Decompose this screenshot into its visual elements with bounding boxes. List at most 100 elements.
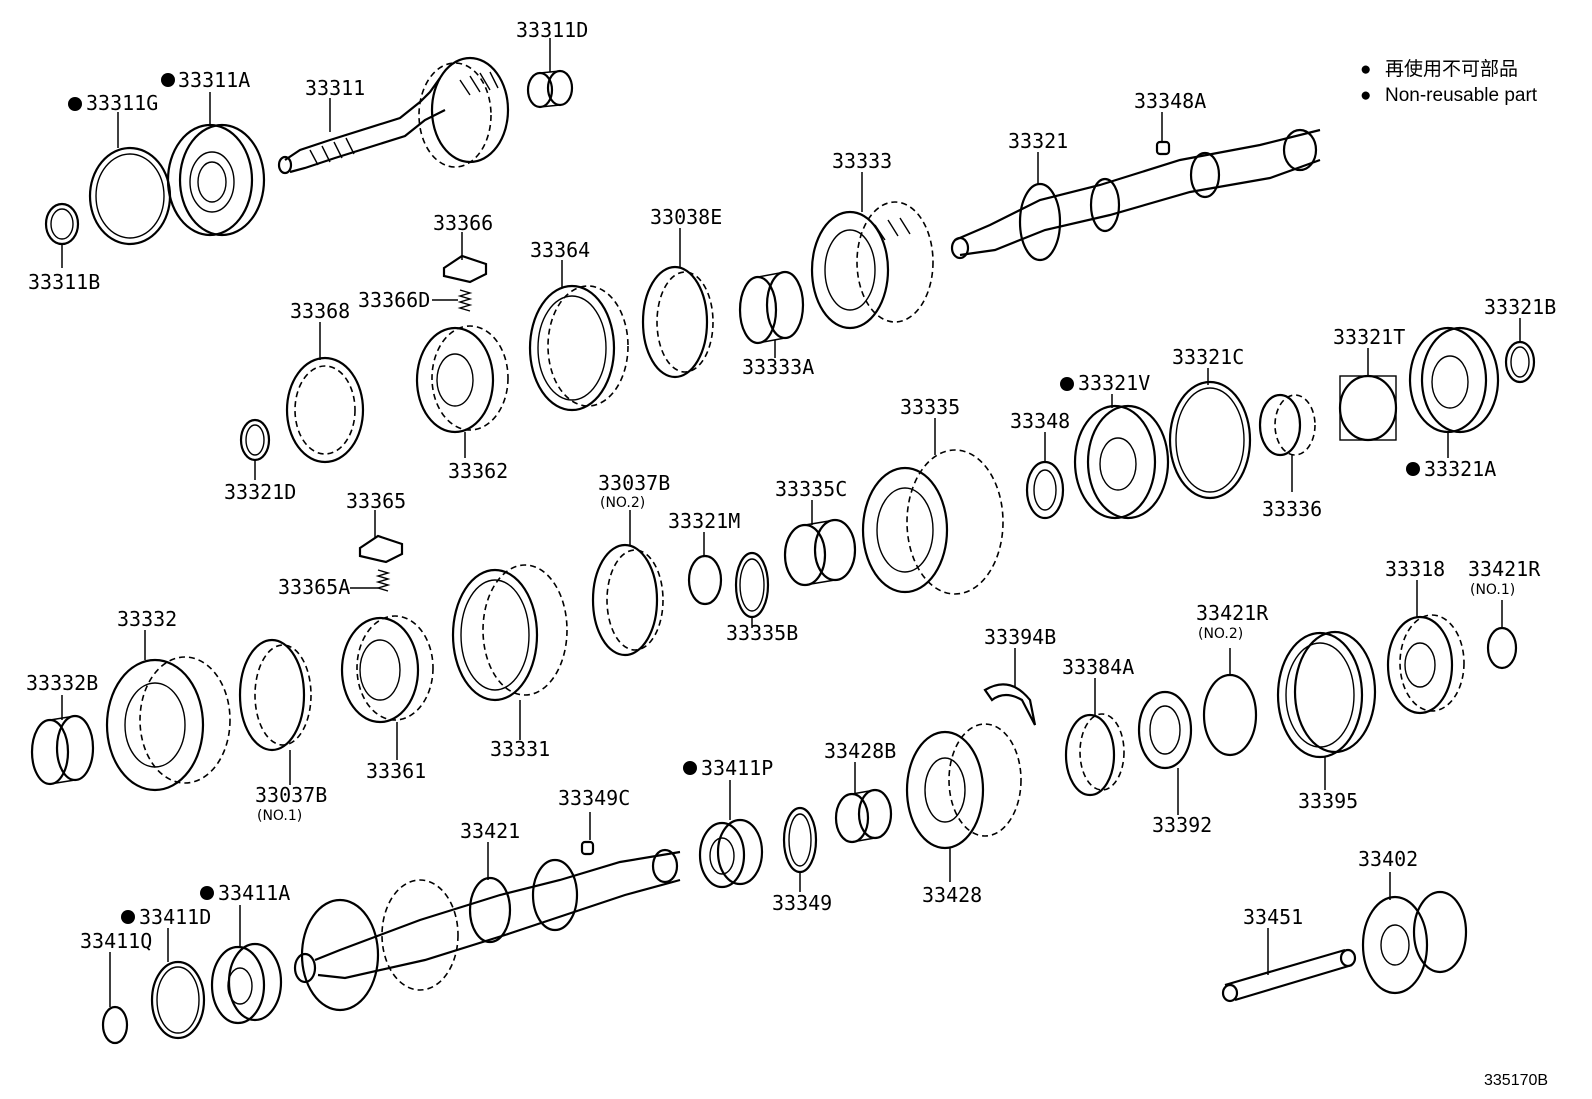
gear-33428-drawing: [905, 723, 1022, 850]
snap-ring-33321M-drawing: [687, 554, 723, 606]
legend-marker-1: ●: [1360, 59, 1371, 80]
spring-33366D-drawing: [457, 289, 473, 312]
shifting-key-33366-drawing: [442, 254, 488, 284]
label-33421: 33421: [460, 819, 520, 843]
label-33311: 33311: [305, 76, 365, 100]
label-33395: 33395: [1298, 789, 1358, 813]
label-33332: 33332: [117, 607, 177, 631]
label-33321A: 33321A: [1424, 457, 1496, 481]
spacer-33321T-drawing: [1338, 374, 1398, 442]
label-33037B-no1-sub: (NO.1): [257, 808, 302, 824]
needle-bearing-33333A-drawing: [738, 270, 805, 345]
counter-gear-33421-drawing: [293, 848, 681, 1012]
legend-text-english: Non-reusable part: [1385, 85, 1538, 106]
gear-33335-drawing: [861, 449, 1004, 595]
needle-bearing-33311D-drawing: [526, 69, 574, 109]
label-33384A: 33384A: [1062, 655, 1134, 679]
label-33348A: 33348A: [1134, 89, 1206, 113]
label-33421R-no2-sub: (NO.2): [1198, 626, 1243, 642]
label-33321D: 33321D: [224, 480, 296, 504]
sleeve-33364-drawing: [528, 284, 629, 412]
sync-ring-33038E-drawing: [641, 265, 714, 379]
ring-33421R-no2-drawing: [1202, 673, 1258, 757]
shaft-33451-drawing: [1221, 948, 1357, 1003]
label-33311B: 33311B: [28, 270, 100, 294]
label-33402: 33402: [1358, 847, 1418, 871]
clip-33394B-drawing: [983, 683, 1037, 726]
snap-ring-33421R-no1-drawing: [1486, 626, 1518, 670]
label-33333A: 33333A: [742, 355, 814, 379]
bearing-33321A-drawing: [1408, 326, 1500, 434]
label-33311D: 33311D: [516, 18, 588, 42]
snap-ring-33321B-drawing: [1504, 340, 1536, 384]
label-33421R-no1: 33421R: [1468, 557, 1541, 581]
label-33392: 33392: [1152, 813, 1212, 837]
label-33333: 33333: [832, 149, 892, 173]
label-33332B: 33332B: [26, 671, 98, 695]
needle-bearing-33335C-drawing: [783, 518, 857, 587]
label-33038E: 33038E: [650, 205, 722, 229]
label-33394B: 33394B: [984, 625, 1056, 649]
sync-ring-33037B-no1-drawing: [238, 638, 312, 752]
label-33428: 33428: [922, 883, 982, 907]
label-33321M: 33321M: [668, 509, 740, 533]
bearing-33411P-drawing: [698, 818, 764, 889]
label-33331: 33331: [490, 737, 550, 761]
label-33361: 33361: [366, 759, 426, 783]
key-33348A-drawing: [1155, 140, 1171, 156]
needle-bearing-33428B-drawing: [834, 788, 893, 844]
spring-33365A-drawing: [375, 569, 391, 592]
label-33321: 33321: [1008, 129, 1068, 153]
plate-33392-drawing: [1137, 690, 1193, 770]
label-33364: 33364: [530, 238, 590, 262]
leader-lines: [61, 38, 1521, 1007]
label-33321C: 33321C: [1172, 345, 1244, 369]
label-33365A: 33365A: [278, 575, 350, 599]
nonreusable-dot-33411P: [683, 761, 697, 775]
ring-33336-drawing: [1258, 393, 1316, 457]
label-33366D: 33366D: [358, 288, 430, 312]
ring-33348-drawing: [1025, 460, 1065, 520]
ring-33384A-drawing: [1064, 713, 1125, 797]
hub-33361-drawing: [340, 615, 434, 724]
bearing-33321V-drawing: [1073, 404, 1170, 520]
bearing-33411A-drawing: [210, 942, 283, 1025]
label-33311G: 33311G: [86, 91, 158, 115]
snap-ring-33321D-drawing: [239, 418, 271, 462]
snap-ring-33411Q-drawing: [101, 1005, 129, 1045]
label-33365: 33365: [346, 489, 406, 513]
label-33348: 33348: [1010, 409, 1070, 433]
bearing-33311A-drawing: [166, 123, 266, 237]
label-33311A: 33311A: [178, 68, 250, 92]
sleeve-33395-drawing: [1276, 630, 1377, 759]
legend-marker-2: ●: [1360, 85, 1371, 106]
nonreusable-dot-33411A: [200, 886, 214, 900]
nonreusable-dot-33311G: [68, 97, 82, 111]
input-shaft-33311-drawing: [277, 56, 510, 175]
ring-33349-drawing: [782, 806, 818, 874]
sleeve-33331-drawing: [451, 564, 568, 702]
legend-text-japanese: 再使用不可部品: [1385, 58, 1518, 80]
label-33321T: 33321T: [1333, 325, 1405, 349]
label-33411P: 33411P: [701, 756, 773, 780]
ring-33335B-drawing: [734, 551, 770, 619]
sync-ring-33037B-no2-drawing: [591, 543, 664, 657]
label-33321V: 33321V: [1078, 371, 1150, 395]
part-drawings: [30, 56, 1536, 1045]
label-33321B: 33321B: [1484, 295, 1556, 319]
label-33349: 33349: [772, 891, 832, 915]
figure-code: 335170B: [1484, 1072, 1548, 1089]
nonreusable-dot-33321A: [1406, 462, 1420, 476]
ring-33321C-drawing: [1168, 380, 1252, 500]
shifting-key-33365-drawing: [358, 534, 404, 564]
snap-ring-33311B-drawing: [44, 202, 80, 246]
label-33411A: 33411A: [218, 881, 290, 905]
hub-33318-drawing: [1386, 614, 1465, 715]
label-33037B-no1: 33037B: [255, 783, 327, 807]
needle-bearing-33332B-drawing: [30, 714, 95, 786]
label-33037B-no2-sub: (NO.2): [600, 495, 645, 511]
label-33411D: 33411D: [139, 905, 211, 929]
hub-33362-drawing: [415, 325, 509, 434]
label-33428B: 33428B: [824, 739, 896, 763]
